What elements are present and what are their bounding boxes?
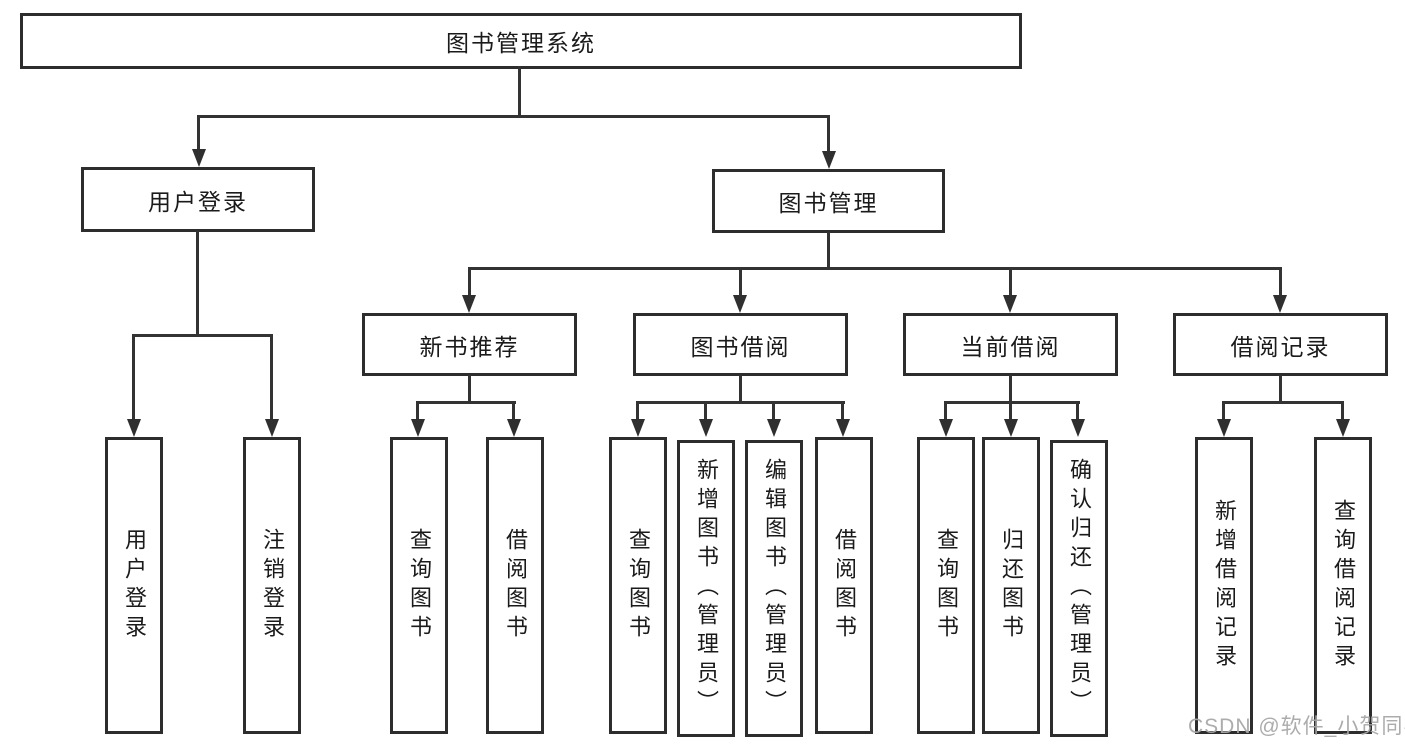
connector-userlogin-drop xyxy=(132,334,135,421)
connector-borrowing-drop xyxy=(841,401,844,421)
connector-records-drop xyxy=(1341,401,1344,421)
connector-borrowing-stem xyxy=(739,375,742,404)
connector-newbook-hbar xyxy=(416,401,516,404)
connector-newbook-stem xyxy=(468,375,471,404)
connector-newbook-drop xyxy=(512,401,515,421)
node-label: 借阅图书 xyxy=(832,527,857,644)
arrow-down-icon xyxy=(127,419,141,437)
node-label: 图书管理 xyxy=(778,190,879,216)
node-label: 查询图书 xyxy=(626,527,651,644)
node-leaf-add-borrow-record: 新增借阅记录 xyxy=(1195,437,1253,734)
node-leaf-borrowing-borrow-books: 借阅图书 xyxy=(815,437,873,734)
arrow-down-icon xyxy=(265,419,279,437)
connector-bookmgmt-drop xyxy=(739,267,742,297)
node-label: 查询图书 xyxy=(407,527,432,644)
arrow-down-icon xyxy=(1071,419,1085,437)
node-leaf-add-books-admin: 新增图书（管理员） xyxy=(677,440,735,737)
arrow-down-icon xyxy=(1004,419,1018,437)
node-leaf-return-books: 归还图书 xyxy=(982,437,1040,734)
node-label: 注销登录 xyxy=(260,527,285,644)
connector-borrowing-hbar xyxy=(636,401,845,404)
arrow-down-icon xyxy=(1003,295,1017,313)
node-current-borrowing: 当前借阅 xyxy=(903,313,1118,376)
arrow-down-icon xyxy=(507,419,521,437)
arrow-down-icon xyxy=(631,419,645,437)
arrow-down-icon xyxy=(1273,295,1287,313)
node-leaf-edit-books-admin: 编辑图书（管理员） xyxy=(745,440,803,737)
connector-borrowing-drop xyxy=(704,401,707,421)
node-label: 借阅记录 xyxy=(1230,333,1331,360)
arrow-down-icon xyxy=(822,151,836,169)
connector-records-stem xyxy=(1279,375,1282,404)
connector-root-drop-right xyxy=(827,115,830,155)
node-leaf-query-borrow-record: 查询借阅记录 xyxy=(1314,437,1372,734)
arrow-down-icon xyxy=(1217,419,1231,437)
connector-root-stem xyxy=(518,66,521,117)
node-book-borrowing: 图书借阅 xyxy=(633,313,848,376)
node-label: 用户登录 xyxy=(122,527,147,644)
connector-userlogin-stem xyxy=(196,231,199,337)
arrow-down-icon xyxy=(462,295,476,313)
connector-records-hbar xyxy=(1222,401,1344,404)
connector-bookmgmt-hbar xyxy=(468,267,1282,270)
node-label: 确认归还（管理员） xyxy=(1067,458,1092,719)
arrow-down-icon xyxy=(1336,419,1350,437)
node-leaf-user-login: 用户登录 xyxy=(105,437,163,734)
arrow-down-icon xyxy=(733,295,747,313)
connector-current-stem xyxy=(1009,375,1012,404)
connector-current-drop xyxy=(944,401,947,421)
arrow-down-icon xyxy=(411,419,425,437)
node-label: 查询借阅记录 xyxy=(1331,498,1356,673)
connector-newbook-drop xyxy=(416,401,419,421)
connector-bookmgmt-drop xyxy=(468,267,471,297)
node-label: 新增借阅记录 xyxy=(1212,498,1237,673)
connector-bookmgmt-stem xyxy=(827,232,830,270)
connector-current-drop xyxy=(1076,401,1079,421)
node-leaf-current-query-books: 查询图书 xyxy=(917,437,975,734)
node-label: 编辑图书（管理员） xyxy=(762,458,787,719)
node-user-login: 用户登录 xyxy=(81,167,315,232)
node-leaf-newbook-borrow-books: 借阅图书 xyxy=(486,437,544,734)
node-label: 查询图书 xyxy=(934,527,959,644)
node-label: 新书推荐 xyxy=(419,333,520,360)
node-label: 用户登录 xyxy=(148,188,248,215)
node-label: 借阅图书 xyxy=(503,527,528,644)
node-book-management: 图书管理 xyxy=(712,169,945,233)
node-leaf-borrowing-query-books: 查询图书 xyxy=(609,437,667,734)
node-leaf-confirm-return-admin: 确认归还（管理员） xyxy=(1050,440,1108,737)
connector-userlogin-drop xyxy=(270,334,273,421)
arrow-down-icon xyxy=(192,149,206,167)
node-label: 图书管理系统 xyxy=(446,30,596,56)
node-label: 归还图书 xyxy=(999,527,1024,644)
connector-bookmgmt-drop xyxy=(1009,267,1012,297)
connector-bookmgmt-drop xyxy=(1279,267,1282,297)
connector-current-hbar xyxy=(944,401,1080,404)
node-borrowing-records: 借阅记录 xyxy=(1173,313,1388,376)
node-label: 新增图书（管理员） xyxy=(694,458,719,719)
node-new-book-recommendation: 新书推荐 xyxy=(362,313,577,376)
node-library-management-system: 图书管理系统 xyxy=(20,13,1022,69)
arrow-down-icon xyxy=(767,419,781,437)
arrow-down-icon xyxy=(699,419,713,437)
watermark: CSDN @软件_小贺同学 xyxy=(1188,715,1405,738)
connector-current-drop xyxy=(1009,401,1012,421)
node-label: 图书借阅 xyxy=(690,333,791,360)
connector-borrowing-drop xyxy=(636,401,639,421)
connector-userlogin-hbar xyxy=(132,334,273,337)
connector-root-hbar xyxy=(197,115,830,118)
connector-borrowing-drop xyxy=(772,401,775,421)
connector-root-drop-left xyxy=(197,115,200,153)
arrow-down-icon xyxy=(939,419,953,437)
node-label: 当前借阅 xyxy=(960,333,1061,360)
node-leaf-logout: 注销登录 xyxy=(243,437,301,734)
node-leaf-newbook-query-books: 查询图书 xyxy=(390,437,448,734)
arrow-down-icon xyxy=(836,419,850,437)
connector-records-drop xyxy=(1222,401,1225,421)
